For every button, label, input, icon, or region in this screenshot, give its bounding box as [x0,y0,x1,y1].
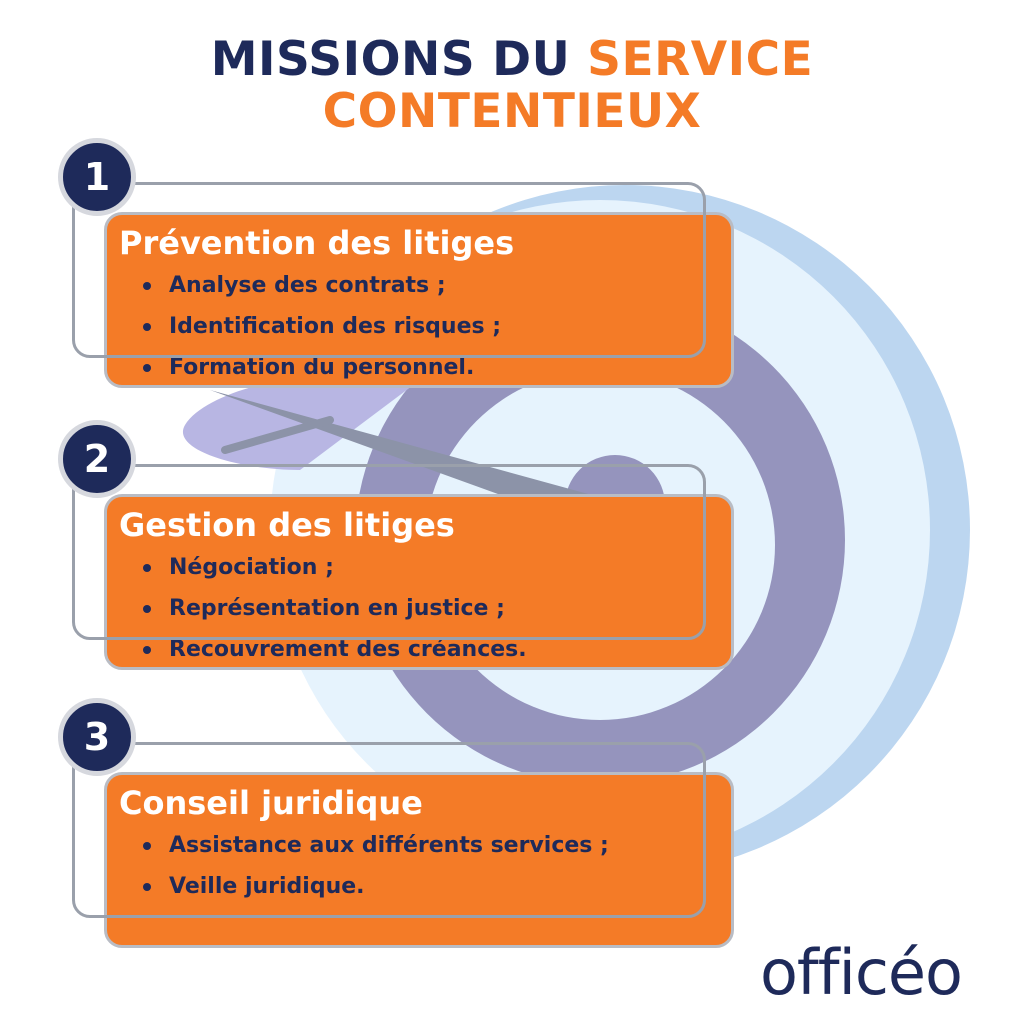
page-title: MISSIONS DU SERVICE CONTENTIEUX [0,34,1024,138]
list-item: Assistance aux différents services ; [143,825,721,866]
mission-card-3-outline [72,742,706,918]
mission-card-2-outline [72,464,706,640]
list-item: Représentation en justice ; [143,588,721,629]
mission-card-3: Conseil juridique Assistance aux différe… [104,772,734,948]
list-item: Analyse des contrats ; [143,265,721,306]
title-part-dark: MISSIONS DU [210,32,588,87]
title-part-orange: SERVICE [587,32,814,87]
mission-card-1-outline [72,182,706,358]
mission-card-1: Prévention des litiges Analyse des contr… [104,212,734,388]
mission-number-badge-2: 2 [58,420,136,498]
mission-list: Assistance aux différents services ; Vei… [119,825,721,907]
arrow-shaft-line [221,416,334,454]
mission-heading: Conseil juridique [119,784,423,822]
mission-number-badge-1: 1 [58,138,136,216]
mission-heading: Prévention des litiges [119,224,515,262]
title-line-2: CONTENTIEUX [322,84,702,139]
mission-card-2: Gestion des litiges Négociation ; Représ… [104,494,734,670]
mission-list: Analyse des contrats ; Identification de… [119,265,721,388]
mission-heading: Gestion des litiges [119,506,455,544]
list-item: Formation du personnel. [143,347,721,388]
list-item: Négociation ; [143,547,721,588]
officeo-logo: officéo [760,936,963,1009]
mission-number-badge-3: 3 [58,698,136,776]
list-item: Identification des risques ; [143,306,721,347]
list-item: Veille juridique. [143,866,721,907]
list-item: Recouvrement des créances. [143,629,721,670]
mission-list: Négociation ; Représentation en justice … [119,547,721,670]
